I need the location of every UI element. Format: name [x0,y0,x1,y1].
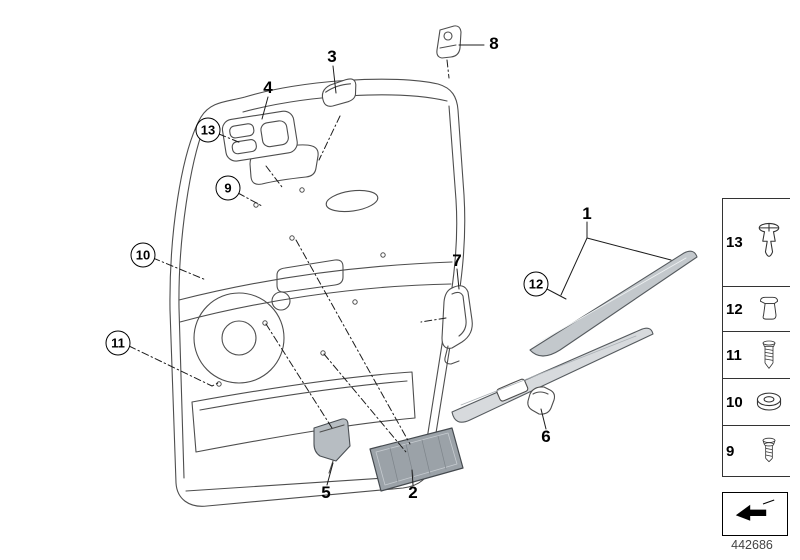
part-door-pull [441,285,473,365]
part-handle-cover [527,386,556,415]
torx-screw-icon [748,335,789,375]
callout-2[interactable]: 2 [408,483,418,502]
sidebar-item-number: 10 [726,393,743,411]
part-trim-strip [529,250,698,357]
screw-icon [748,430,789,472]
callout-11[interactable]: 11 [105,330,131,356]
part-tweeter-bracket [313,418,351,474]
callout-13[interactable]: 13 [195,117,221,143]
sidebar-item-number: 13 [726,234,743,251]
callout-6[interactable]: 6 [541,427,551,446]
leader-lines [128,44,672,486]
sidebar-item-number: 9 [726,442,735,460]
callout-9[interactable]: 9 [215,175,241,201]
part-armrest-carrier [451,327,654,423]
callout-1[interactable]: 1 [582,204,592,223]
sidebar-item-number: 12 [726,300,743,318]
part-top-bracket [436,25,462,59]
callout-12[interactable]: 12 [523,271,549,297]
callout-7[interactable]: 7 [452,251,462,270]
arrow-icon [731,496,779,533]
callout-4[interactable]: 4 [263,78,273,97]
part-switch-bezel [221,110,298,162]
part-cover-cap [321,78,357,107]
related-diagram-button[interactable] [722,492,788,536]
door-panel [169,78,466,507]
part-speaker-grille [369,427,464,492]
callout-3[interactable]: 3 [327,47,337,66]
clip-icon [748,293,789,325]
washer-icon [748,388,789,416]
sidebar-item-13[interactable]: 13 [723,199,790,287]
sidebar-item-number: 11 [726,346,742,364]
sidebar-item-10[interactable]: 10 [723,379,790,426]
fastener-sidebar: 13 12 11 [722,198,790,477]
sidebar-item-12[interactable]: 12 [723,287,790,332]
sidebar-item-11[interactable]: 11 [723,332,790,379]
callout-10[interactable]: 10 [130,242,156,268]
sidebar-item-9[interactable]: 9 [723,426,790,477]
callout-8[interactable]: 8 [489,34,499,53]
diagram-number: 442686 [731,538,773,552]
expanding-rivet-icon [748,215,789,271]
callout-5[interactable]: 5 [321,483,331,502]
